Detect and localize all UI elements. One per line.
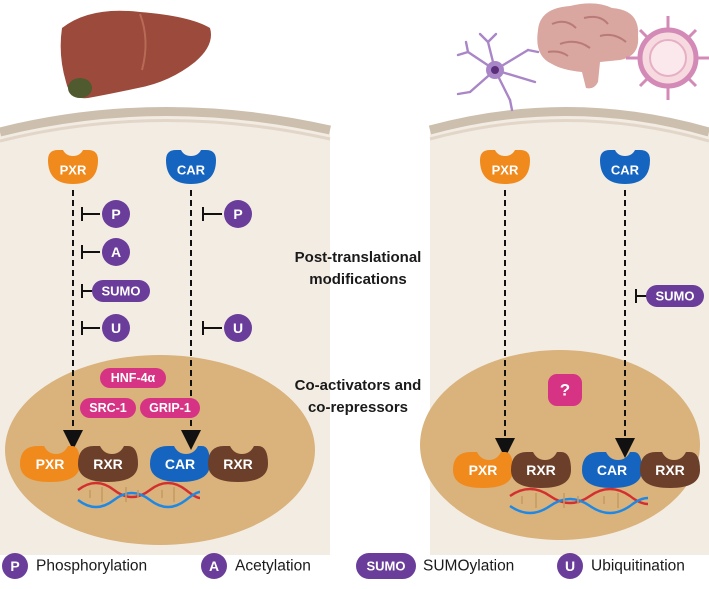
- right-pxr-receptor: PXR: [480, 150, 530, 184]
- blood-vessel-icon: [626, 16, 709, 100]
- left-dimer-pxr-text: PXR: [36, 456, 65, 472]
- legend-symbol-a: A: [209, 558, 219, 574]
- dna-icon: [509, 487, 649, 515]
- legend-symbol-p: P: [10, 558, 19, 574]
- ptm-label-line1: Post-translational: [295, 249, 422, 266]
- right-dimer-rxr-2-text: RXR: [655, 462, 685, 478]
- right-dimer-car-text: CAR: [597, 462, 627, 478]
- right-dimer-car: CAR: [582, 452, 642, 488]
- right-dimer-rxr-1-text: RXR: [526, 462, 556, 478]
- coactivator-hnf4a-text: HNF-4α: [111, 371, 156, 385]
- ptm-label-line2: modifications: [309, 271, 407, 288]
- left-dimer-car-text: CAR: [165, 456, 195, 472]
- left-car-mod-p-text: P: [233, 206, 242, 222]
- right-cell: [420, 107, 709, 555]
- left-car-receptor: CAR: [166, 150, 216, 184]
- right-dimer-pxr: PXR: [453, 452, 513, 488]
- left-cell: [0, 107, 331, 555]
- left-dimer-rxr-1: RXR: [78, 446, 138, 482]
- legend-label-sumoylation: SUMOylation: [423, 558, 514, 575]
- left-pxr-mod-ubiquitination: U: [81, 314, 130, 342]
- legend-item-sumoylation: SUMO SUMOylation: [356, 553, 514, 579]
- legend-symbol-sumo: SUMO: [367, 559, 406, 574]
- right-dimer-rxr-2: RXR: [640, 452, 700, 488]
- right-cell-membrane: [428, 107, 709, 137]
- coactivator-src1-text: SRC-1: [89, 401, 127, 415]
- legend-label-ubiquitination: Ubiquitination: [591, 558, 685, 575]
- legend-item-acetylation: A Acetylation: [201, 553, 311, 579]
- legend-item-phosphorylation: P Phosphorylation: [2, 553, 147, 579]
- coact-label-line2: co-repressors: [308, 399, 408, 416]
- left-dimer-pxr: PXR: [20, 446, 80, 482]
- left-pxr-receptor: PXR: [48, 150, 98, 184]
- coactivator-grip1: GRIP-1: [140, 398, 200, 418]
- left-cell-membrane-inner: [0, 119, 331, 143]
- brain-icon: [537, 3, 639, 89]
- left-dimer-rxr-2: RXR: [208, 446, 268, 482]
- left-pxr-mod-p-text: P: [111, 206, 120, 222]
- right-nucleus: [420, 350, 700, 540]
- left-dimer-rxr-1-text: RXR: [93, 456, 123, 472]
- legend-symbol-u: U: [565, 558, 575, 574]
- left-pxr-mod-acetylation: A: [81, 238, 130, 266]
- coactivator-hnf4a: HNF-4α: [100, 368, 166, 388]
- coact-label-line1: Co-activators and: [295, 377, 422, 394]
- left-pxr-mod-phosphorylation: P: [81, 200, 130, 228]
- right-car-receptor: CAR: [600, 150, 650, 184]
- neuron-icon: [456, 32, 540, 112]
- left-pxr-mod-sumo-text: SUMO: [102, 284, 141, 299]
- left-pxr-mod-a-text: A: [111, 244, 121, 260]
- liver-icon: [60, 10, 211, 99]
- left-pxr-mod-sumoylation: SUMO: [81, 280, 150, 302]
- legend-label-acetylation: Acetylation: [235, 558, 311, 575]
- right-dimer-rxr-1: RXR: [511, 452, 571, 488]
- right-car-mod-sumoylation: SUMO: [635, 285, 704, 307]
- left-car-mod-u-text: U: [233, 320, 243, 336]
- left-car-label: CAR: [177, 163, 206, 178]
- coactivator-src1: SRC-1: [80, 398, 136, 418]
- left-cell-membrane: [0, 107, 331, 137]
- left-pxr-mod-u-text: U: [111, 320, 121, 336]
- unknown-coregulator-text: ?: [560, 381, 570, 400]
- legend-item-ubiquitination: U Ubiquitination: [557, 553, 685, 579]
- legend: P Phosphorylation A Acetylation SUMO SUM…: [2, 553, 685, 579]
- dna-icon: [77, 481, 201, 509]
- right-pxr-label: PXR: [492, 163, 519, 178]
- unknown-coregulator-badge: ?: [548, 374, 582, 406]
- right-car-mod-sumo-text: SUMO: [656, 289, 695, 304]
- left-dimer-car: CAR: [150, 446, 210, 482]
- right-dimer-pxr-text: PXR: [469, 462, 498, 478]
- right-cell-membrane-inner: [429, 119, 709, 143]
- left-car-mod-phosphorylation: P: [202, 200, 252, 228]
- left-dimer-rxr-2-text: RXR: [223, 456, 253, 472]
- right-car-label: CAR: [611, 163, 640, 178]
- coactivator-grip1-text: GRIP-1: [149, 401, 191, 415]
- legend-label-phosphorylation: Phosphorylation: [36, 558, 147, 575]
- left-pxr-label: PXR: [60, 163, 87, 178]
- left-car-mod-ubiquitination: U: [202, 314, 252, 342]
